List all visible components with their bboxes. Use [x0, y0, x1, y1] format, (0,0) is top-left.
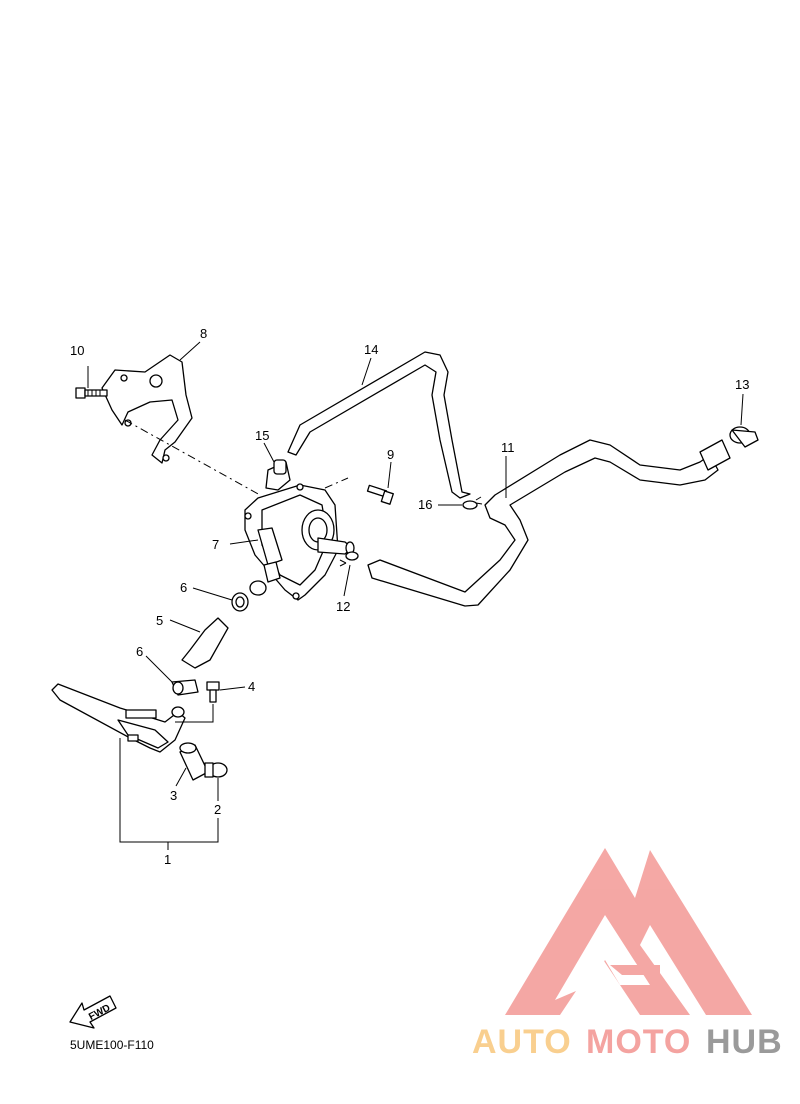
- clip-part-16: [462, 496, 483, 510]
- callout-5: 5: [156, 613, 163, 628]
- clamp-part-6-upper: [231, 592, 249, 612]
- hose-part-3: [179, 742, 209, 781]
- callout-12: 12: [336, 599, 350, 614]
- watermark-moto: MOTO: [586, 1023, 691, 1061]
- watermark-hub: HUB: [706, 1023, 783, 1061]
- callout-16: 16: [418, 497, 432, 512]
- callout-6-upper: 6: [180, 580, 187, 595]
- callout-15: 15: [255, 428, 269, 443]
- callout-14: 14: [364, 342, 378, 357]
- callout-4: 4: [248, 679, 255, 694]
- callout-11: 11: [501, 440, 515, 455]
- diagram-code: 5UME100-F110: [70, 1038, 154, 1052]
- hose-part-14: [287, 351, 471, 499]
- leader-lines: [87, 341, 744, 850]
- bolt-part-9: [366, 484, 394, 505]
- callout-1: 1: [164, 852, 171, 867]
- assembly-line-8: [124, 419, 261, 496]
- clamp-part-2: [204, 762, 228, 778]
- callout-3: 3: [170, 788, 177, 803]
- callout-2: 2: [214, 802, 221, 817]
- callout-7: 7: [212, 537, 219, 552]
- valve-outlet-joint: [249, 580, 267, 596]
- watermark-auto: AUTO: [472, 1023, 572, 1061]
- watermark-text: AUTO MOTO HUB: [472, 1023, 783, 1061]
- bolt-part-4: [206, 681, 220, 703]
- fwd-arrow: FWD: [69, 995, 117, 1029]
- hose-part-5: [181, 617, 229, 669]
- callout-9: 9: [387, 447, 394, 462]
- assembly-line-9: [324, 477, 349, 489]
- hose-part-11: [367, 439, 731, 607]
- watermark-logo: [505, 848, 752, 1015]
- callout-13: 13: [735, 377, 749, 392]
- bracket-part-8: [101, 354, 193, 464]
- callout-6-lower: 6: [136, 644, 143, 659]
- callout-labels: 10 8 14 15 9 16 11 13 7 6 12 5 6 4 3 2 1: [70, 326, 749, 867]
- air-valve-part-7: [244, 461, 355, 601]
- logo-inner-cut: [555, 915, 650, 1000]
- pipe-part-1: [51, 683, 186, 753]
- clamp-part-13: [729, 426, 759, 448]
- clamp-part-6-lower: [171, 679, 199, 696]
- callout-8: 8: [200, 326, 207, 341]
- clip-part-12: [339, 551, 359, 567]
- logo-g-mark: [610, 965, 660, 975]
- logo-outer-triangle: [505, 848, 752, 1015]
- callout-10: 10: [70, 343, 84, 358]
- cap-part-15: [273, 459, 287, 475]
- bolt-part-10: [75, 387, 108, 399]
